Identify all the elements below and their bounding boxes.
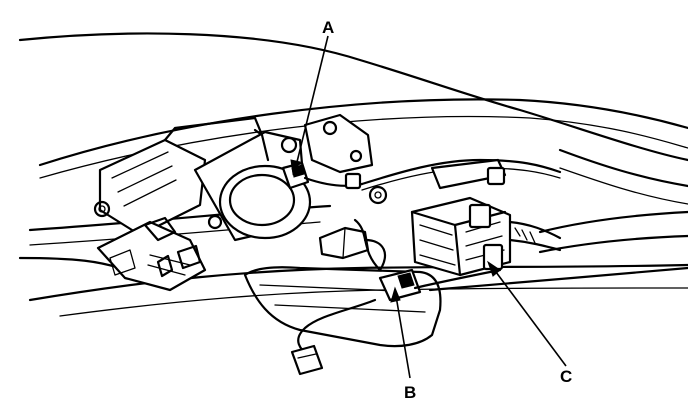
- connector-c: [410, 196, 688, 277]
- callout-c: C: [560, 367, 572, 386]
- callout-leaders: [290, 35, 567, 379]
- harness-clip: [430, 158, 507, 190]
- mounting-bracket: [280, 113, 388, 205]
- lock-mechanism: [96, 216, 207, 292]
- pigtail-connector: [290, 298, 377, 376]
- callout-a: A: [322, 18, 334, 37]
- callout-b: B: [404, 383, 416, 402]
- motor-housing: [93, 116, 264, 237]
- connector-b: [353, 218, 502, 302]
